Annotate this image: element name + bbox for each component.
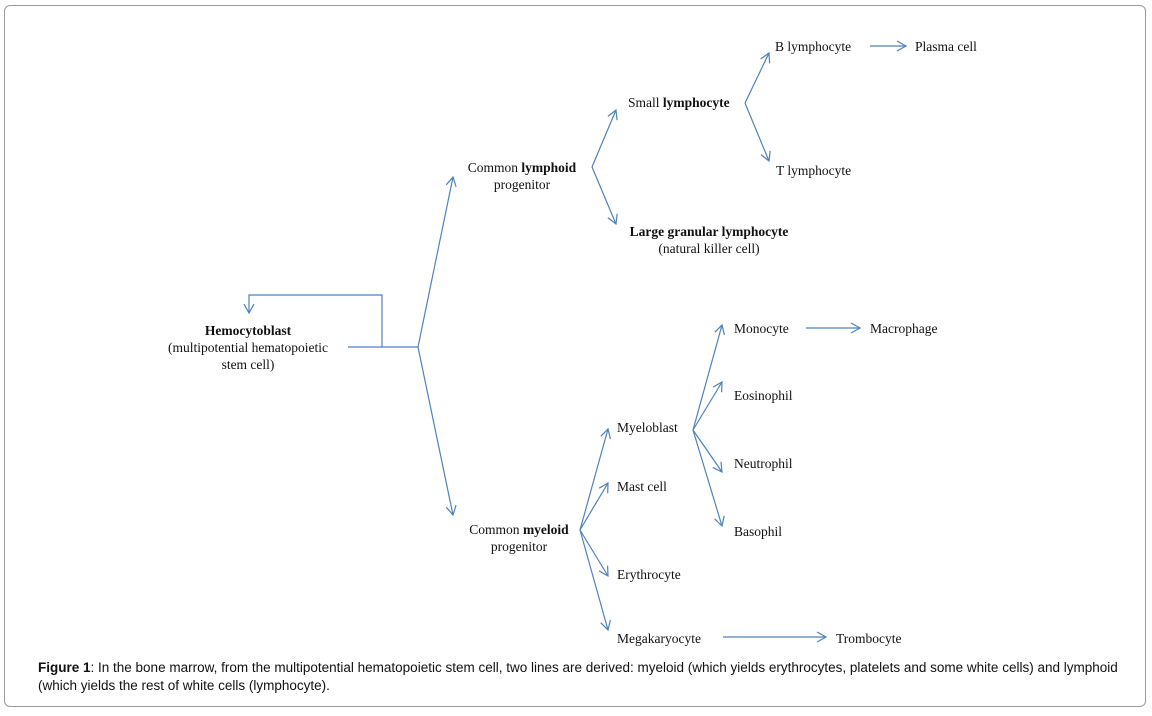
arrow-to-large-granular (591, 166, 618, 226)
node-common-myeloid-progenitor: Common myeloid progenitor (452, 521, 586, 555)
node-megakaryocyte: Megakaryocyte (617, 631, 701, 646)
self-renewal-arrow (243, 294, 383, 348)
hemocytoblast-desc-line2: stem cell) (221, 357, 275, 372)
clp-bold: lymphoid (521, 160, 577, 175)
node-small-lymphocyte: Small lymphocyte (628, 94, 730, 111)
node-large-granular-lymphocyte: Large granular lymphocyte (natural kille… (620, 223, 798, 257)
arrow-to-basophil (692, 429, 725, 528)
small-lymphocyte-bold: lymphocyte (662, 95, 730, 110)
caption-text: : In the bone marrow, from the multipote… (38, 660, 1118, 693)
cmp-line2: progenitor (490, 539, 548, 554)
arrow-to-myeloid (417, 346, 457, 517)
small-lymphocyte-prefix: Small (628, 95, 663, 110)
arrow-to-megakaryocyte (579, 529, 611, 632)
node-trombocyte: Trombocyte (836, 631, 902, 646)
node-neutrophil: Neutrophil (734, 456, 793, 471)
node-eosinophil: Eosinophil (734, 388, 793, 403)
node-common-lymphoid-progenitor: Common lymphoid progenitor (452, 159, 592, 193)
clp-line2: progenitor (493, 177, 551, 192)
node-b-lymphocyte: B lymphocyte (775, 39, 852, 54)
cmp-prefix: Common (469, 522, 523, 537)
arrow-to-mast-cell (579, 481, 609, 531)
large-granular-label: Large granular lymphocyte (629, 224, 789, 239)
large-granular-desc: (natural killer cell) (658, 241, 760, 256)
arrow-to-t-lymphocyte (744, 102, 771, 163)
node-myeloblast: Myeloblast (617, 420, 678, 435)
arrow-to-b-lymphocyte (744, 51, 771, 104)
arrow-to-erythrocyte (579, 529, 609, 578)
arrow-to-lymphoid (417, 175, 457, 348)
arrow-to-monocyte (692, 323, 726, 431)
node-plasma-cell: Plasma cell (915, 39, 977, 54)
figure-caption: Figure 1: In the bone marrow, from the m… (38, 659, 1133, 695)
arrow-to-myeloblast (579, 427, 611, 531)
arrow-to-small-lymphocyte (591, 108, 618, 168)
clp-prefix: Common (467, 160, 522, 175)
node-hemocytoblast: Hemocytoblast (multipotential hematopoie… (150, 322, 346, 373)
figure-frame (4, 5, 1146, 707)
node-monocyte: Monocyte (734, 321, 789, 336)
node-macrophage: Macrophage (870, 321, 938, 336)
arrow-to-eosinophil (692, 380, 723, 431)
cmp-bold: myeloid (522, 522, 569, 537)
caption-label: Figure 1 (38, 660, 91, 675)
node-basophil: Basophil (734, 524, 783, 539)
hemocytoblast-desc-line1: (multipotential hematopoietic (167, 340, 329, 355)
node-mast-cell: Mast cell (617, 479, 667, 494)
arrow-to-neutrophil (692, 429, 723, 474)
node-t-lymphocyte: T lymphocyte (776, 163, 852, 178)
node-erythrocyte: Erythrocyte (617, 567, 681, 582)
hemocytoblast-label: Hemocytoblast (204, 323, 292, 338)
